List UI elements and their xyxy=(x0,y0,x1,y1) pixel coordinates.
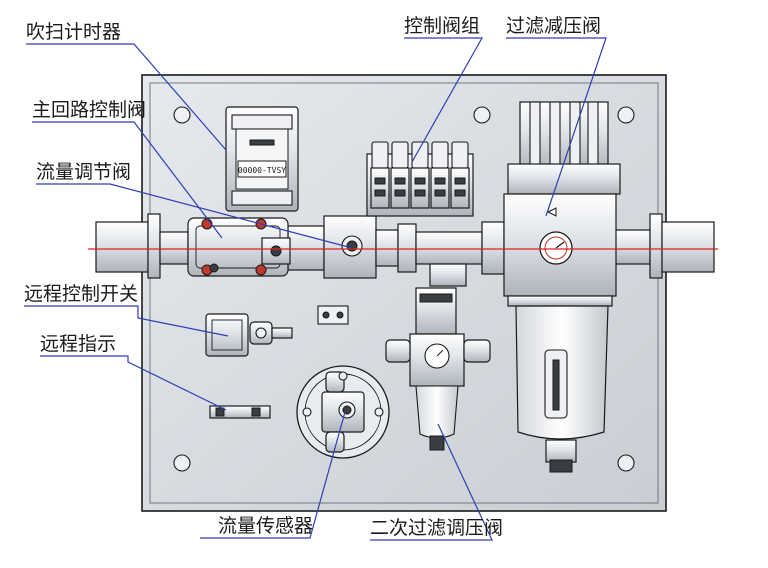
remote-indicator xyxy=(209,405,271,419)
label-main-loop-valve: 主回路控制阀 xyxy=(32,99,146,121)
label-blow-timer: 吹扫计时器 xyxy=(26,21,121,43)
flow-sensor xyxy=(296,365,390,459)
secondary-filter-regulator xyxy=(385,287,491,451)
label-filter-reducer: 过滤减压阀 xyxy=(506,15,601,37)
label-remote-switch: 远程控制开关 xyxy=(24,283,138,305)
flow-adjust-valve xyxy=(261,237,291,265)
labels: 吹扫计时器 主回路控制阀 流量调节阀 远程控制开关 远程指示 流量传感器 二次过… xyxy=(24,15,601,539)
main-pipe xyxy=(95,213,715,287)
label-flow-sensor: 流量传感器 xyxy=(218,515,313,537)
control-valve-group xyxy=(366,141,474,217)
label-secondary-filter-regulator: 二次过滤调压阀 xyxy=(370,517,503,539)
timer-display: 00000-TVSY xyxy=(238,166,286,175)
small-bracket xyxy=(317,305,349,325)
leader-lines xyxy=(24,37,607,541)
filter-pressure-reducer xyxy=(503,101,621,473)
label-flow-adjust-valve: 流量调节阀 xyxy=(36,161,131,183)
label-control-valve-group: 控制阀组 xyxy=(404,15,480,37)
blow-timer: 00000-TVSY xyxy=(225,106,299,212)
label-remote-indicator: 远程指示 xyxy=(40,333,116,355)
remote-control-switch xyxy=(205,313,293,357)
